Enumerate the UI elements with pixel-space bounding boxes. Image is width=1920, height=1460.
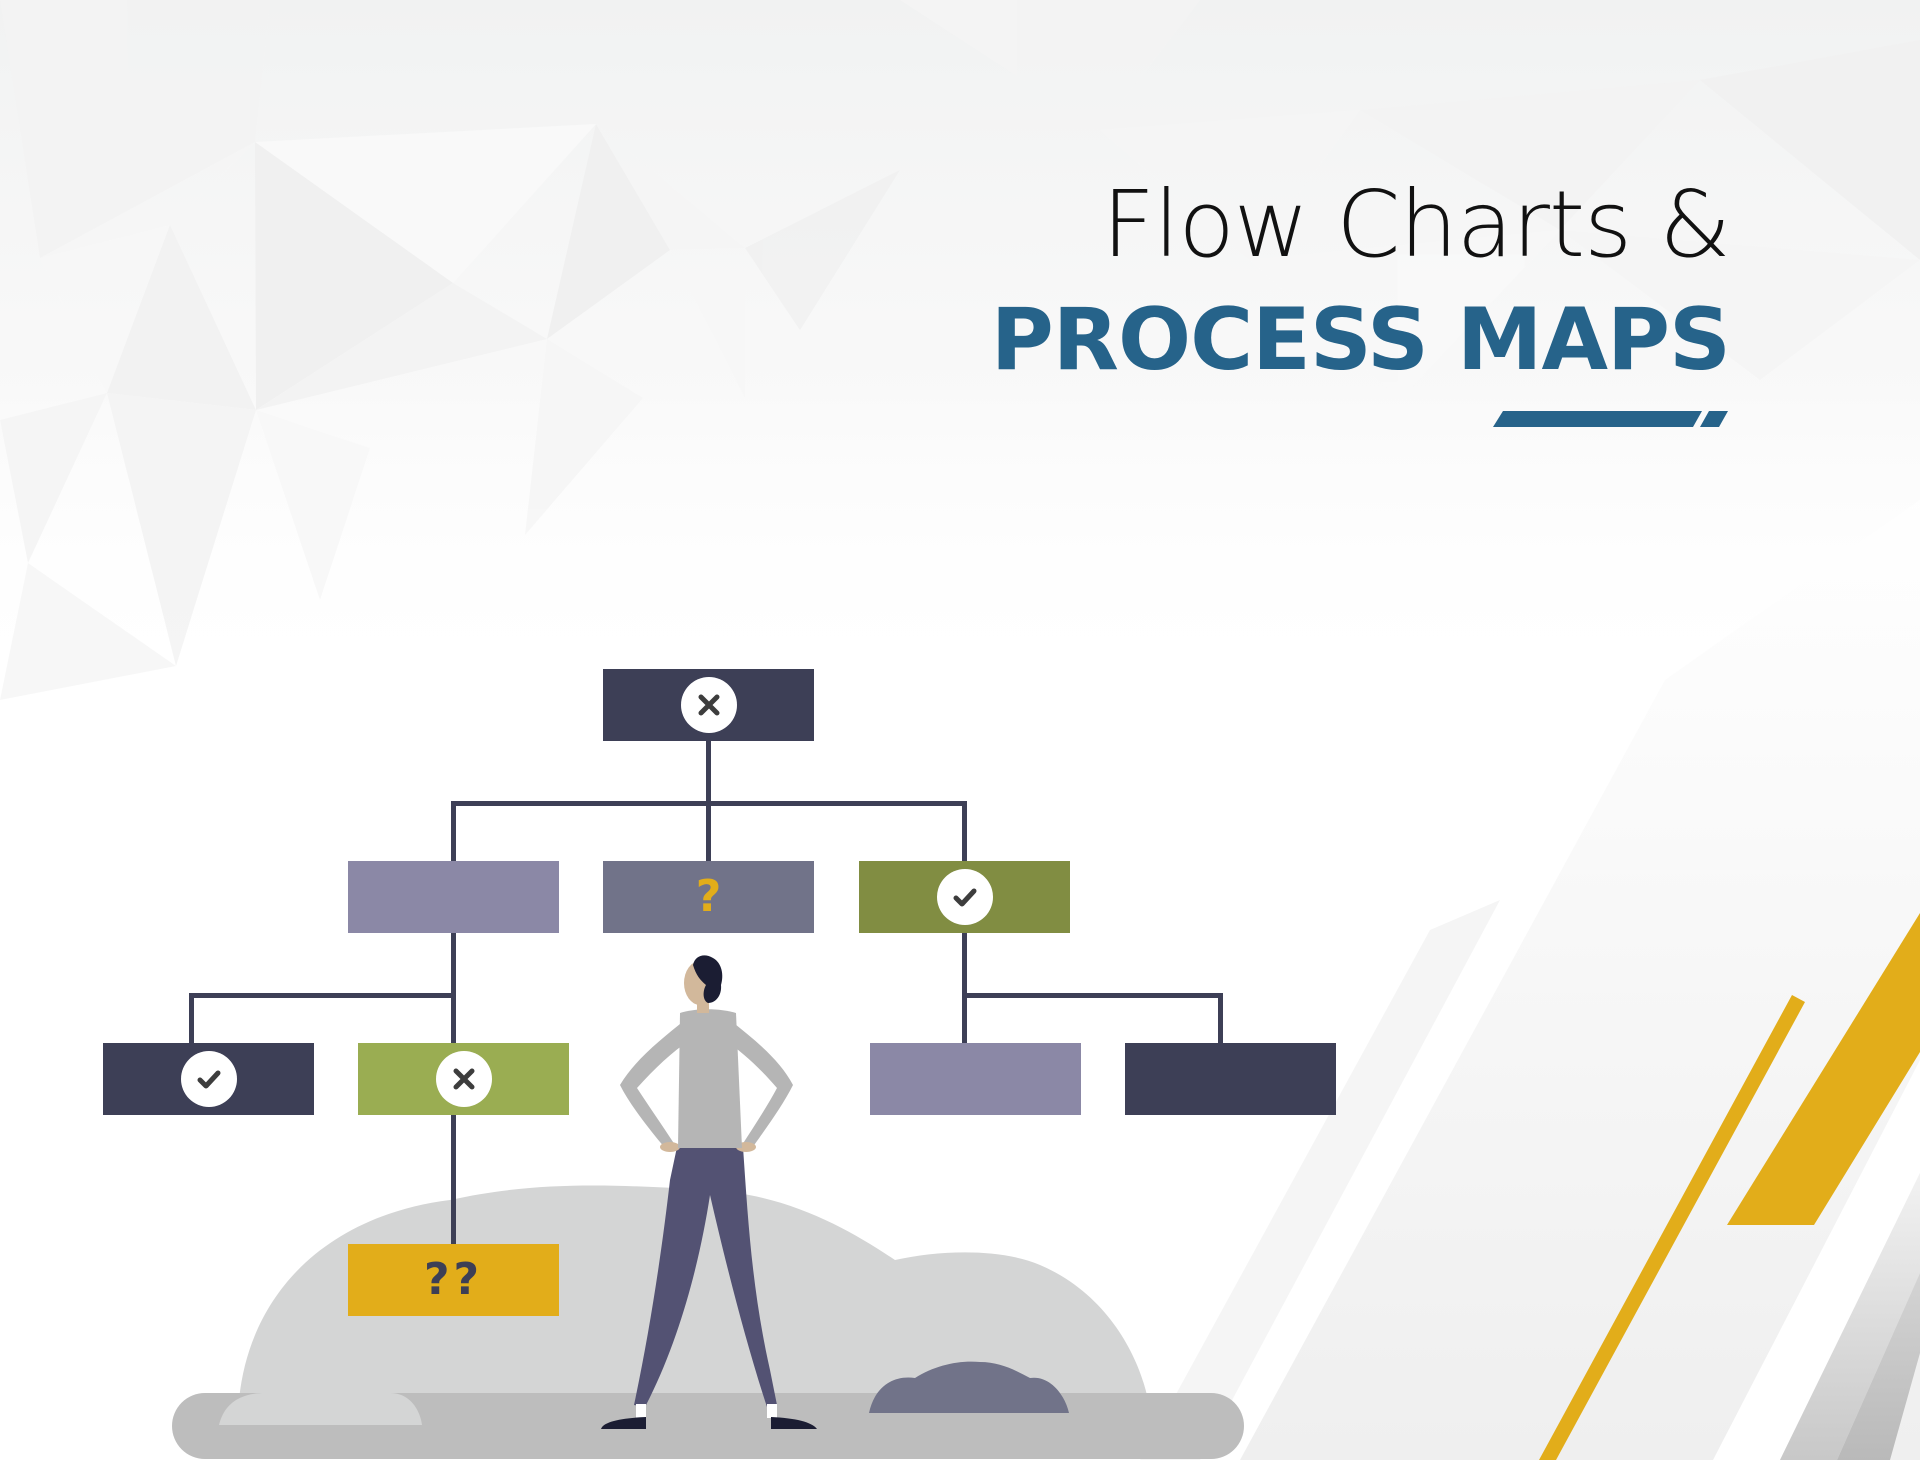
left-arm — [620, 1020, 690, 1148]
gold-stripe-thick — [1727, 913, 1920, 1225]
right-arm — [725, 1020, 793, 1148]
gold-stripe-thin — [1539, 995, 1805, 1460]
flow-node-l3-a: ?? — [348, 1244, 559, 1316]
connector-l1-horizontal — [451, 801, 967, 806]
flow-node-l2-b — [358, 1043, 569, 1115]
flow-node-l2-d — [1125, 1043, 1336, 1115]
connector-l2-a-drop — [189, 993, 194, 1043]
title-line-1: Flow Charts & — [1102, 171, 1731, 278]
double-question-icon: ?? — [423, 1254, 484, 1305]
hill-shape — [239, 1185, 1148, 1400]
flow-node-l2-c — [870, 1043, 1081, 1115]
connector-l1-left-down — [451, 933, 456, 1043]
flow-node-l1-left — [348, 861, 559, 933]
title-block: Flow Charts & PROCESS MAPS — [990, 170, 1731, 390]
x-icon — [680, 677, 737, 733]
connector-l2-b-down — [451, 1115, 456, 1244]
check-icon — [936, 869, 993, 925]
bush-light — [219, 1393, 422, 1425]
title-line-2: PROCESS MAPS — [990, 290, 1731, 390]
connector-l1-right-drop — [962, 801, 967, 861]
title-underline — [1493, 411, 1728, 427]
flow-node-l1-center: ? — [603, 861, 814, 933]
connector-l1-right-down — [962, 933, 967, 1043]
connector-l2-left-horizontal — [189, 993, 456, 998]
bush-dark — [869, 1361, 1069, 1413]
question-icon: ? — [695, 871, 722, 922]
hair — [693, 955, 723, 1003]
connector-l2-d-drop — [1218, 993, 1223, 1043]
connector-l1-left-drop — [451, 801, 456, 861]
flow-node-root — [603, 669, 814, 741]
check-icon — [180, 1051, 237, 1107]
pants — [634, 1147, 777, 1407]
flow-node-l1-right — [859, 861, 1070, 933]
shirt — [678, 1009, 742, 1148]
x-icon — [435, 1051, 492, 1107]
right-shoe — [771, 1417, 817, 1429]
left-shoe — [601, 1417, 646, 1429]
flow-node-l2-a — [103, 1043, 314, 1115]
connector-l2-right-horizontal — [962, 993, 1223, 998]
